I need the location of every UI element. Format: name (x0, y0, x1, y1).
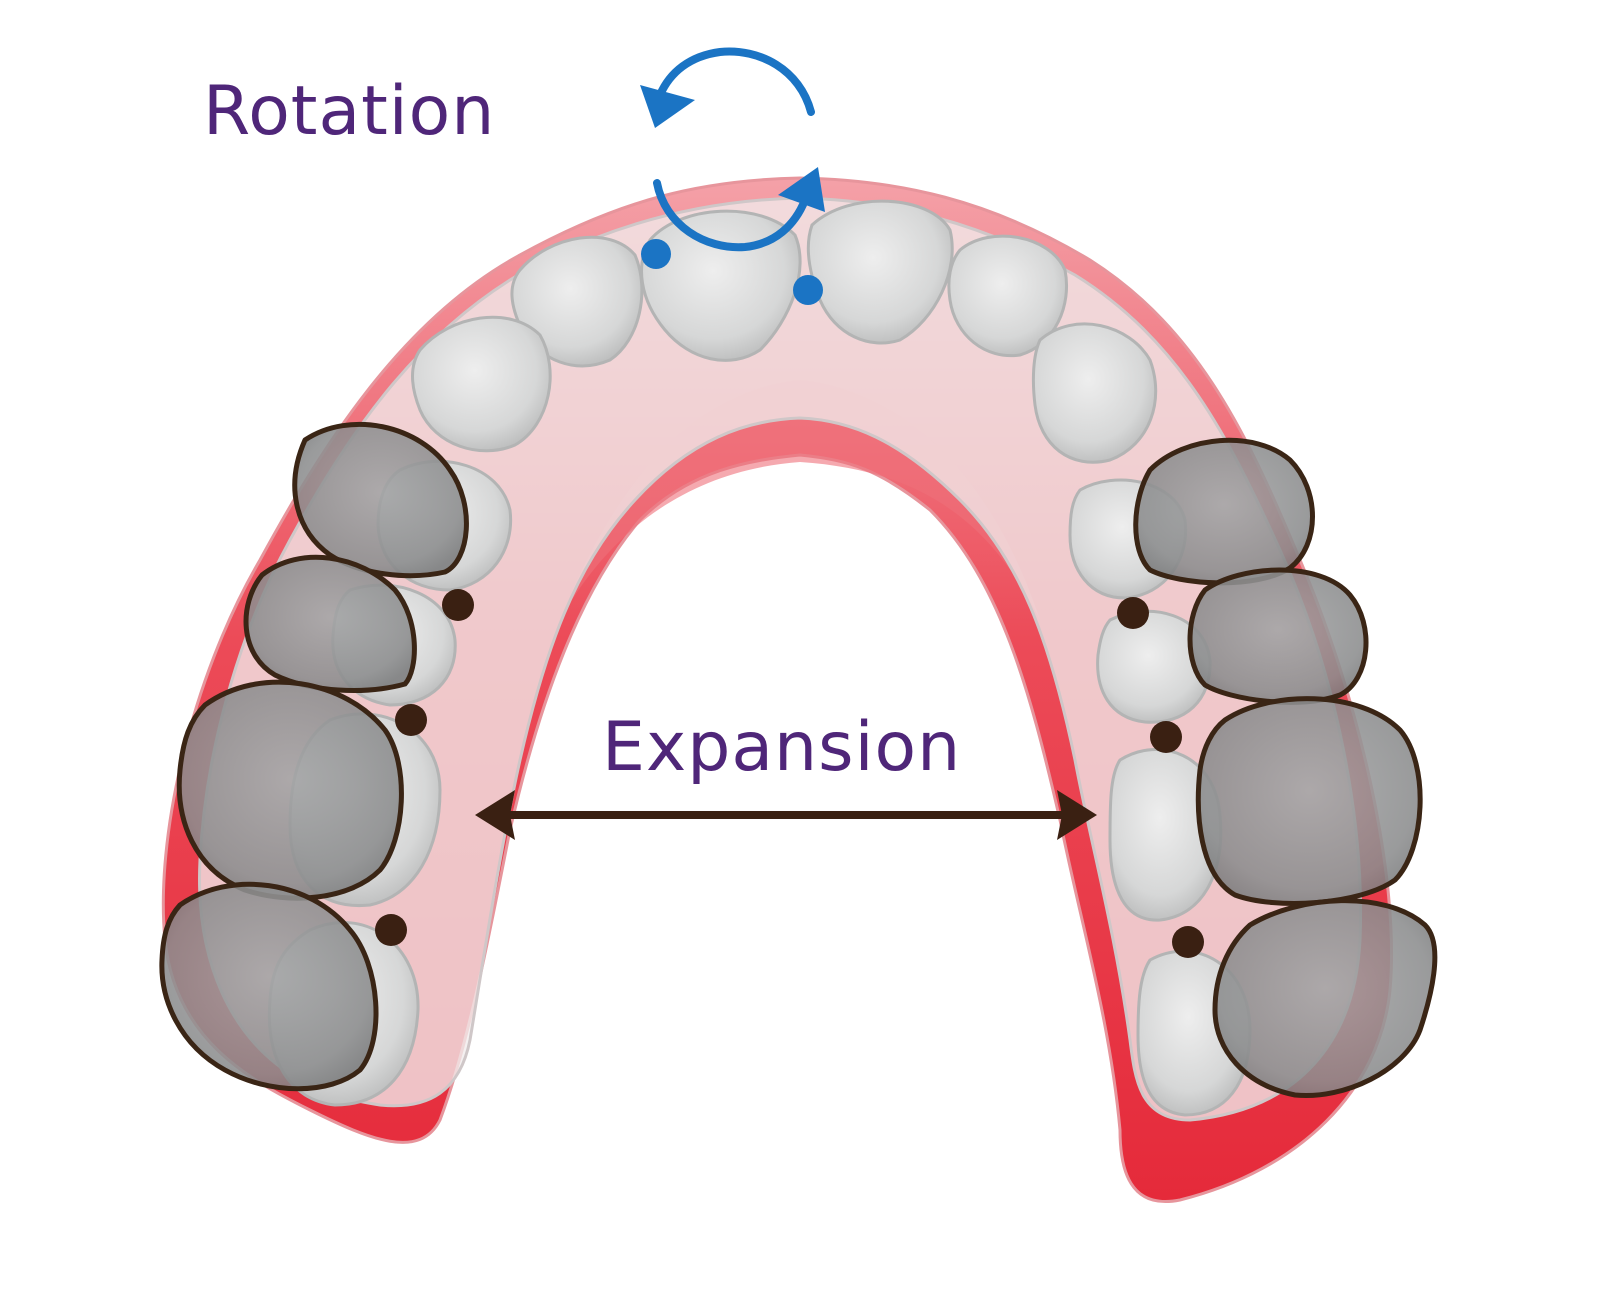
rotation-arrowhead-right (778, 167, 825, 212)
moved-teeth-right (1133, 437, 1438, 1099)
rotation-arc-bottom (653, 179, 809, 252)
moved-tooth-right-2 (1187, 567, 1369, 705)
moved-tooth-right-1 (1133, 437, 1315, 586)
moved-tooth-right-4 (1212, 898, 1438, 1099)
attachment-dots (375, 589, 1204, 958)
rotation-arrowhead-left (640, 85, 695, 128)
rotation-dot-right (793, 275, 823, 305)
attachment-dot-left-3 (375, 914, 407, 946)
rotation-arc-top (656, 47, 815, 116)
rotation-arrowheads (640, 85, 825, 212)
attachment-dot-left-1 (442, 589, 474, 621)
attachment-dot-left-2 (395, 704, 427, 736)
tooth-canine-left (411, 315, 552, 453)
attachment-dot-right-3 (1172, 926, 1204, 958)
attachment-dot-right-2 (1150, 721, 1182, 753)
tooth-lateral-incisor-right (947, 234, 1068, 358)
moved-tooth-right-3 (1195, 696, 1423, 906)
attachment-dot-right-1 (1117, 597, 1149, 629)
tooth-canine-right (1031, 322, 1158, 464)
tooth-molar-right-1 (1108, 748, 1223, 922)
rotation-dot-left (641, 239, 671, 269)
expansion-arrowhead-left (475, 790, 515, 840)
rotation-markers (641, 239, 823, 305)
moved-tooth-left-1 (292, 421, 469, 579)
expansion-arrow-icon (475, 790, 1097, 840)
tooth-central-incisor-left (640, 209, 802, 362)
tooth-premolar-right-2 (1096, 609, 1212, 724)
moved-teeth-left (159, 421, 469, 1092)
moved-tooth-left-4 (159, 881, 379, 1092)
expansion-label: Expansion (602, 708, 962, 787)
rotation-icon (653, 47, 815, 252)
rotation-label: Rotation (203, 72, 496, 151)
moved-tooth-left-2 (243, 554, 417, 693)
moved-tooth-left-3 (176, 679, 404, 901)
expansion-arrowhead-right (1057, 790, 1097, 840)
